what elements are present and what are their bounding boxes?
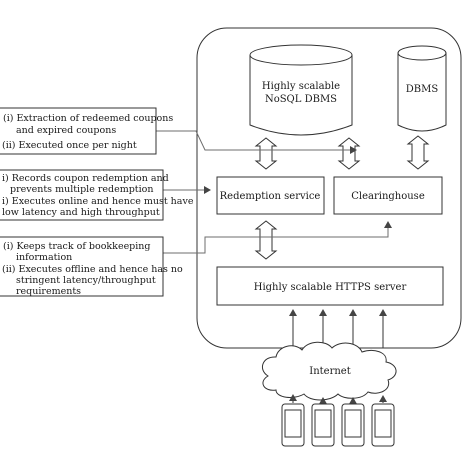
https-server-label: Highly scalable HTTPS server bbox=[254, 282, 407, 293]
note-top-line2: and expired coupons bbox=[16, 125, 116, 136]
note-top-line3: (ii) Executed once per night bbox=[2, 140, 137, 151]
note-connector-top bbox=[156, 130, 357, 154]
note-middle-line2: prevents multiple redemption bbox=[10, 184, 154, 195]
nosql-dbms-cylinder: Highly scalable NoSQL DBMS bbox=[249, 44, 353, 136]
note-bottom-line1: (i) Keeps track of bookkeeping bbox=[3, 241, 151, 252]
mobile-device-icon bbox=[341, 403, 365, 447]
clearinghouse-label: Clearinghouse bbox=[351, 191, 425, 202]
mobile-device-icon bbox=[311, 403, 335, 447]
double-arrow-redemption-https bbox=[254, 220, 278, 260]
note-bottom-line4: stringent latency/throughput bbox=[16, 275, 156, 286]
https-server-box: Highly scalable HTTPS server bbox=[216, 266, 444, 306]
nosql-dbms-label-line1: Highly scalable bbox=[262, 81, 340, 92]
note-top-line1: (i) Extraction of redeemed coupons bbox=[3, 113, 173, 124]
double-arrow-dbms-clearinghouse bbox=[406, 135, 430, 170]
device-arrows bbox=[289, 394, 387, 404]
note-bottom-line2: information bbox=[16, 252, 72, 263]
dbms-label: DBMS bbox=[406, 84, 439, 95]
double-arrow-nosql-redemption bbox=[254, 137, 278, 170]
internet-cloud: Internet bbox=[261, 341, 397, 401]
mobile-device-icon bbox=[371, 403, 395, 447]
note-middle: i) Records coupon redemption and prevent… bbox=[0, 169, 194, 221]
clearinghouse-box: Clearinghouse bbox=[333, 176, 443, 215]
note-middle-line4: low latency and high throughput bbox=[2, 207, 160, 218]
note-middle-line3: i) Executes online and hence must have bbox=[2, 196, 194, 207]
note-bottom-line5: requirements bbox=[16, 286, 81, 297]
redemption-service-label: Redemption service bbox=[220, 191, 321, 202]
internet-to-server-arrows bbox=[289, 309, 387, 348]
dbms-cylinder: DBMS bbox=[397, 45, 447, 132]
double-arrow-nosql-clearinghouse bbox=[337, 137, 361, 170]
nosql-dbms-label-line2: NoSQL DBMS bbox=[265, 94, 337, 105]
internet-label: Internet bbox=[309, 366, 350, 377]
note-connector-bottom bbox=[163, 221, 392, 254]
note-bottom-line3: (ii) Executes offline and hence has no bbox=[2, 264, 183, 275]
note-bottom: (i) Keeps track of bookkeeping informati… bbox=[0, 236, 183, 297]
mobile-device-icon bbox=[281, 403, 305, 447]
note-middle-line1: i) Records coupon redemption and bbox=[2, 173, 169, 184]
redemption-service-box: Redemption service bbox=[216, 176, 325, 215]
note-top: (i) Extraction of redeemed coupons and e… bbox=[0, 107, 173, 155]
